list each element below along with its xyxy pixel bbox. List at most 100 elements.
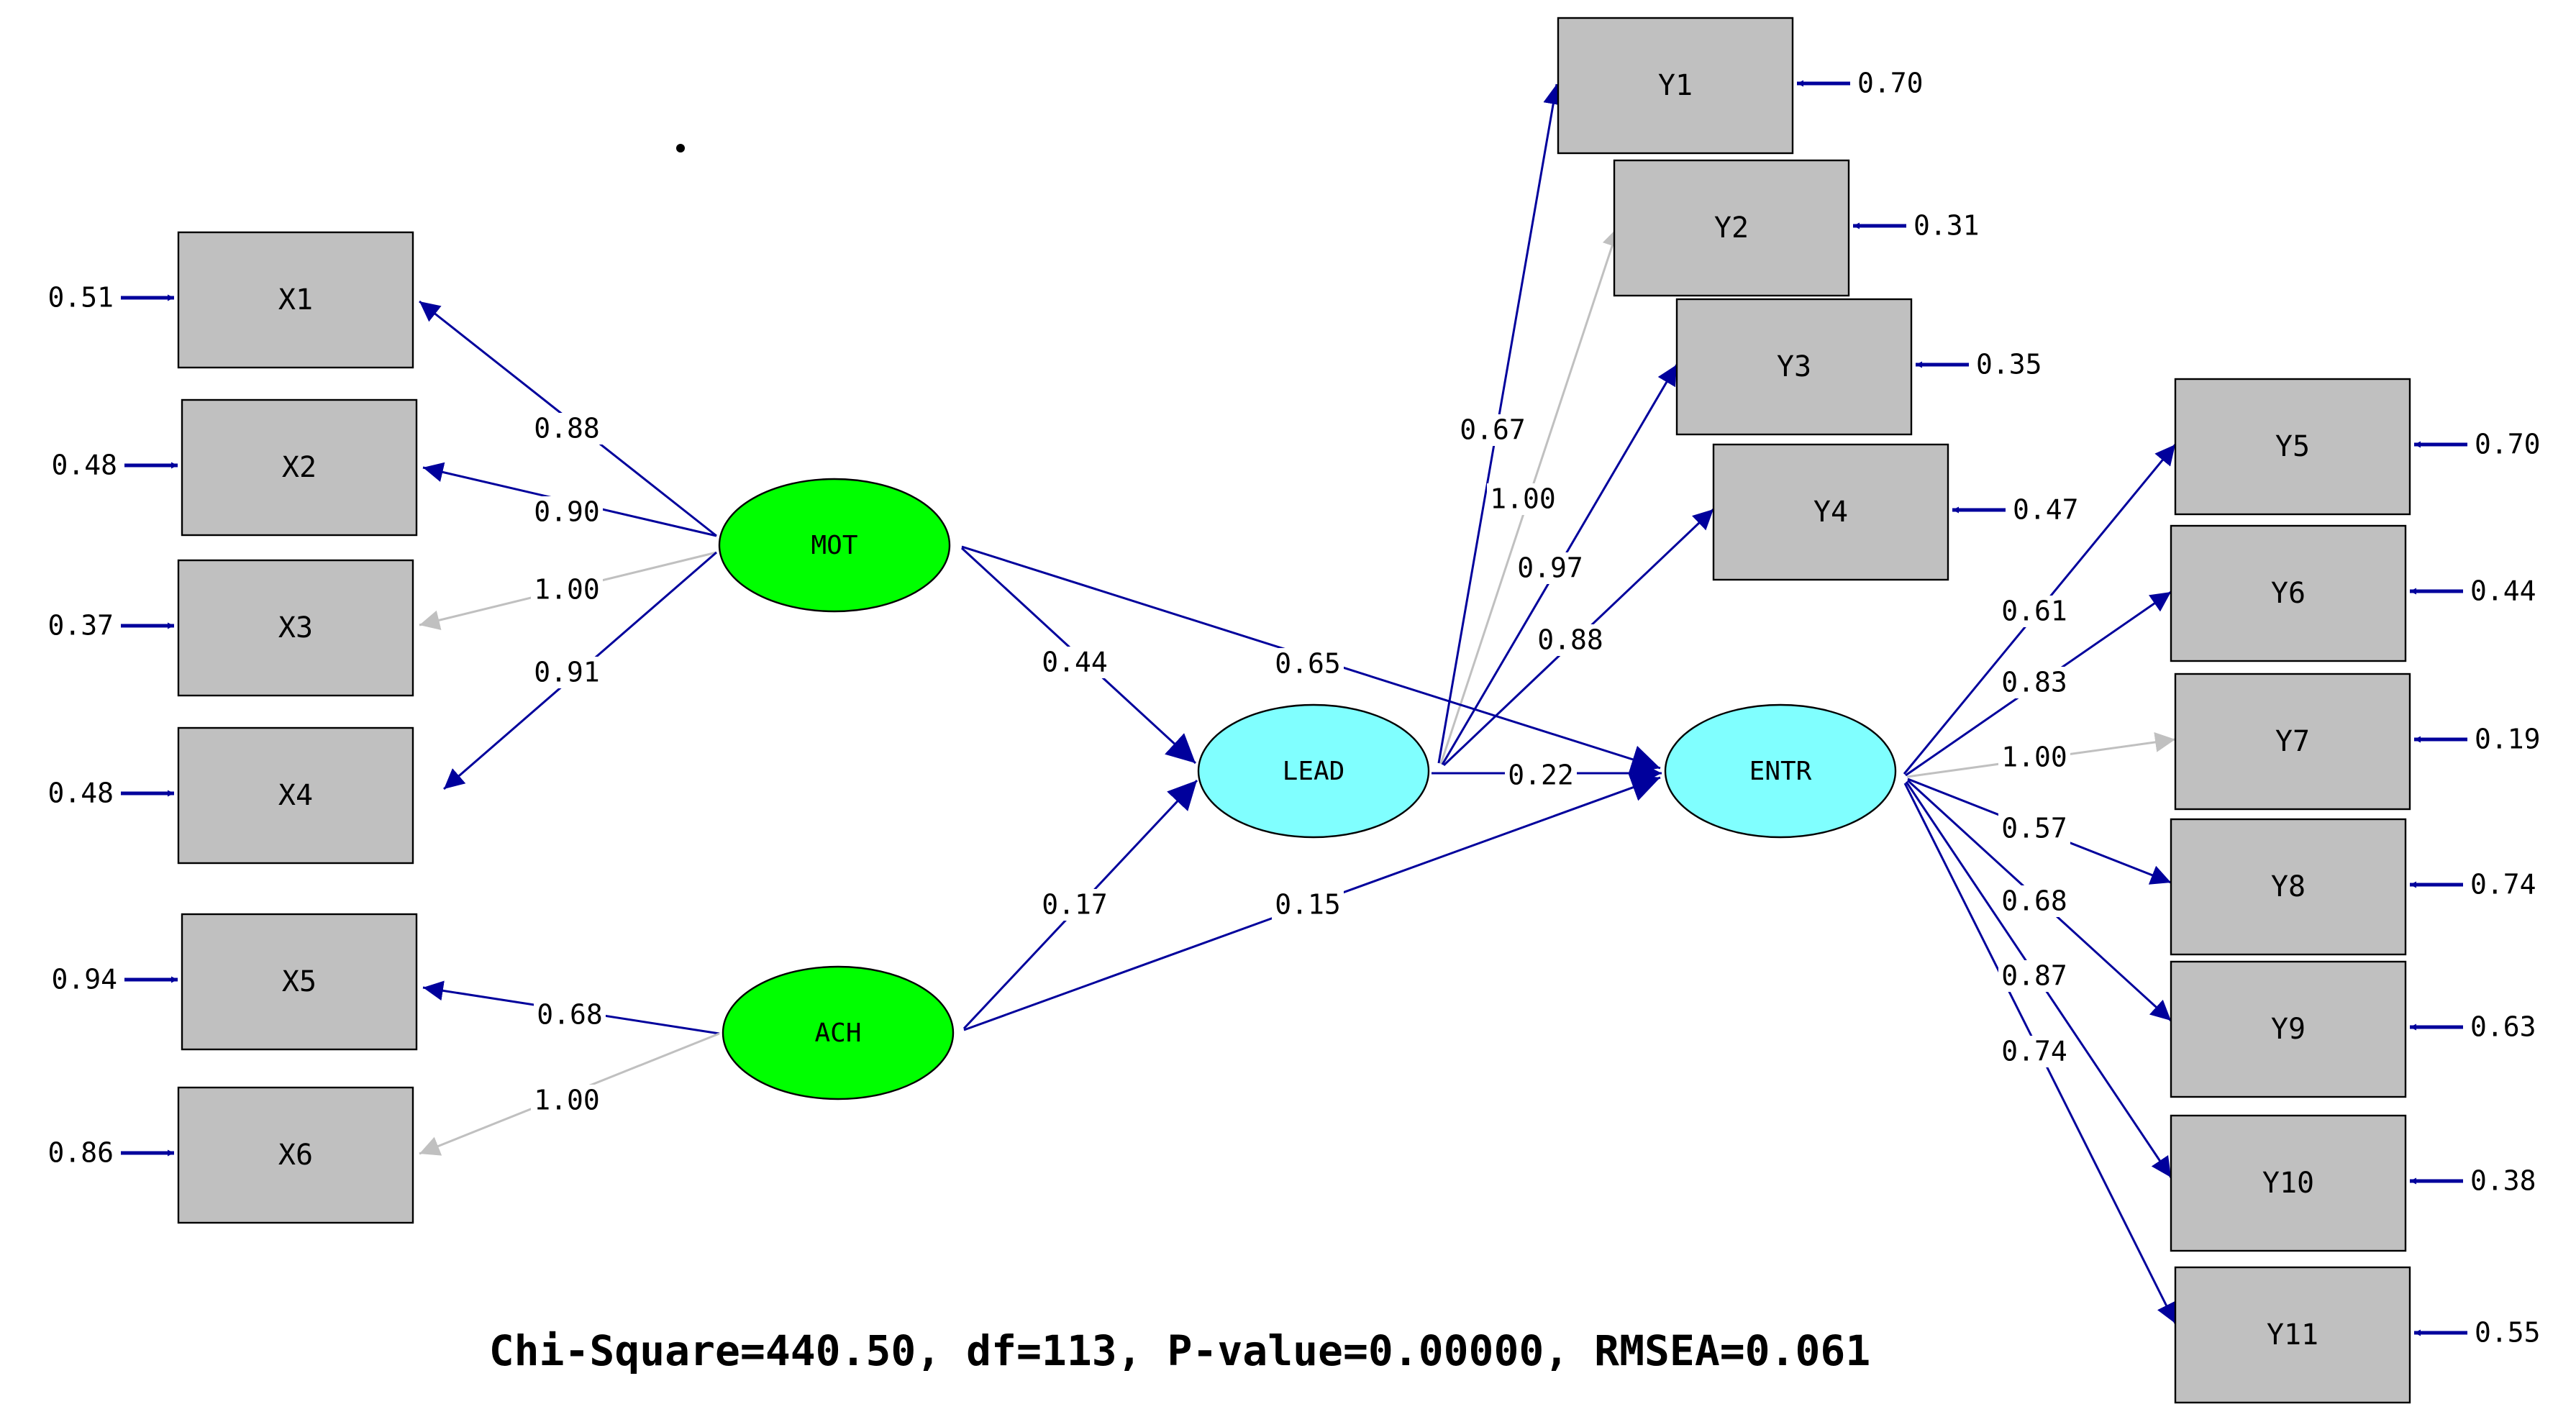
nodes-layer (177, 17, 2411, 1404)
coefficient-label-background (534, 999, 606, 1031)
indicator-box-x2 (181, 398, 418, 537)
indicator-label-x1: X1 (278, 283, 313, 316)
latent-ach (722, 965, 955, 1100)
indicator-box-x6 (177, 1086, 414, 1224)
indicator-box-y1 (1557, 17, 1794, 155)
coefficient-label-background (531, 413, 603, 445)
coefficient-label-background (1998, 885, 2070, 917)
latent-entr (1664, 703, 1897, 839)
indicator-label-y1: Y1 (1658, 69, 1693, 102)
error-variance-x6: 0.86 (47, 1137, 114, 1169)
loading-coefficient-y5: 0.61 (2001, 596, 2067, 627)
loading-coefficient-y1: 0.67 (1460, 414, 1526, 446)
coefficient-label-background (1039, 889, 1111, 921)
loading-coefficient-x1: 0.88 (534, 413, 600, 445)
error-variance-x5: 0.94 (51, 964, 117, 995)
indicator-box-y5 (2174, 378, 2411, 516)
indicator-label-y8: Y8 (2271, 870, 2306, 903)
coefficient-label-background (1272, 648, 1344, 680)
indicator-label-y5: Y5 (2275, 430, 2310, 463)
coefficient-label-background (531, 574, 603, 606)
error-variance-y1: 0.70 (1857, 68, 1924, 99)
coefficient-label-background (1998, 960, 2070, 992)
error-variance-y8: 0.74 (2470, 869, 2536, 901)
latent-lead (1197, 703, 1430, 839)
latent-label-lead: LEAD (1283, 757, 1345, 786)
error-variance-y2: 0.31 (1913, 210, 1980, 242)
structural-coefficient-mot-lead: 0.44 (1042, 647, 1108, 678)
indicator-box-y8 (2170, 818, 2407, 956)
coefficient-label-background (1998, 813, 2070, 844)
loading-coefficient-y9: 0.68 (2001, 885, 2067, 917)
error-variance-y7: 0.19 (2475, 724, 2541, 755)
coefficient-label-background (1457, 414, 1529, 446)
error-variance-x4: 0.48 (47, 778, 114, 809)
coefficient-label-background (1998, 596, 2070, 627)
latent-mot (718, 478, 951, 613)
indicator-box-y9 (2170, 960, 2407, 1098)
loading-coefficient-x5: 0.68 (537, 999, 603, 1031)
loading-coefficient-y11: 0.74 (2001, 1036, 2067, 1067)
error-variance-y10: 0.38 (2470, 1165, 2536, 1197)
error-variance-x2: 0.48 (51, 450, 117, 481)
loading-coefficient-y7: 1.00 (2001, 742, 2067, 773)
error-variance-x3: 0.37 (47, 610, 114, 642)
indicator-label-x3: X3 (278, 611, 313, 644)
loading-coefficient-x2: 0.90 (534, 496, 600, 528)
loading-coefficient-y10: 0.87 (2001, 960, 2067, 992)
loading-coefficient-y4: 0.88 (1537, 624, 1603, 656)
error-variance-y5: 0.70 (2475, 429, 2541, 460)
loading-coefficient-x4: 0.91 (534, 657, 600, 688)
error-variance-y4: 0.47 (2013, 494, 2079, 526)
indicator-box-x4 (177, 726, 414, 865)
indicator-box-x1 (177, 231, 414, 369)
indicator-box-y10 (2170, 1114, 2407, 1252)
latent-label-entr: ENTR (1749, 757, 1812, 786)
indicator-box-x3 (177, 559, 414, 697)
indicator-label-y2: Y2 (1714, 211, 1749, 245)
indicator-box-y7 (2174, 673, 2411, 811)
indicator-label-y9: Y9 (2271, 1013, 2306, 1046)
error-variance-y3: 0.35 (1976, 349, 2042, 380)
indicator-label-y6: Y6 (2271, 577, 2306, 610)
error-variance-y11: 0.55 (2475, 1317, 2541, 1349)
indicator-box-x5 (181, 913, 418, 1051)
structural-coefficient-ach-lead: 0.17 (1042, 889, 1108, 921)
structural-coefficient-mot-entr: 0.65 (1275, 648, 1341, 680)
indicator-label-y10: Y10 (2262, 1167, 2314, 1200)
coefficient-label-background (1998, 667, 2070, 698)
fit-statistics: Chi-Square=440.50, df=113, P-value=0.000… (489, 1326, 1871, 1375)
indicator-label-y4: Y4 (1813, 496, 1848, 529)
indicator-label-x4: X4 (278, 779, 313, 812)
loading-coefficient-y3: 0.97 (1517, 552, 1583, 584)
indicator-box-y4 (1712, 443, 1949, 581)
indicator-label-x6: X6 (278, 1139, 313, 1172)
coefficient-label-background (1514, 552, 1586, 584)
loading-coefficient-x3: 1.00 (534, 574, 600, 606)
indicator-label-x5: X5 (282, 965, 317, 998)
indicator-box-y3 (1675, 298, 1913, 436)
stray-dot (676, 144, 685, 152)
structural-coefficient-ach-entr: 0.15 (1275, 889, 1341, 921)
error-variance-y9: 0.63 (2470, 1011, 2536, 1043)
error-variance-x1: 0.51 (47, 282, 114, 314)
coefficient-label-background (1505, 760, 1577, 791)
loading-coefficient-y2: 1.00 (1490, 483, 1556, 515)
indicator-label-x2: X2 (282, 451, 317, 484)
latent-label-ach: ACH (814, 1018, 861, 1048)
coefficient-label-background (1534, 624, 1606, 656)
coefficient-label-background (1039, 647, 1111, 678)
latent-label-mot: MOT (811, 531, 857, 560)
coefficient-label-background (1487, 483, 1559, 515)
loading-coefficient-y8: 0.57 (2001, 813, 2067, 844)
coefficient-label-background (531, 657, 603, 688)
indicator-label-y11: Y11 (2267, 1318, 2318, 1351)
loading-coefficient-x6: 1.00 (534, 1085, 600, 1116)
coefficient-label-background (531, 1085, 603, 1116)
indicator-box-y6 (2170, 524, 2407, 662)
coefficient-label-background (1272, 889, 1344, 921)
coefficient-label-background (1998, 742, 2070, 773)
indicator-box-y11 (2174, 1266, 2411, 1404)
